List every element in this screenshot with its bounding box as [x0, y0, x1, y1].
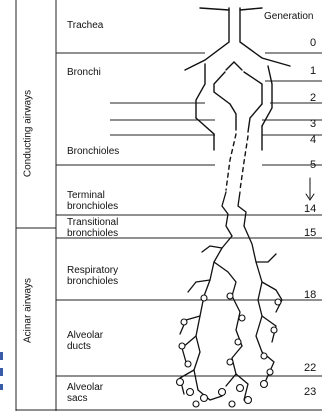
- row-label-trachea: Trachea: [67, 20, 103, 31]
- bronchiole-mid: [230, 104, 236, 130]
- alveolus: [229, 401, 235, 407]
- generation-18: 18: [304, 289, 316, 301]
- generation-4: 4: [310, 134, 316, 146]
- alveolus: [201, 295, 207, 301]
- acinar-twig: [202, 246, 222, 252]
- zone-label-acinar: Acinar airways: [23, 275, 34, 347]
- row-label-transitional-bronchioles: Transitional bronchioles: [67, 217, 118, 239]
- row-label-bronchioles: Bronchioles: [67, 146, 119, 157]
- terminal-bronchiole-right: [238, 192, 246, 226]
- trachea-top-right: [240, 8, 262, 10]
- alveolus: [239, 315, 245, 321]
- row-label-bronchi: Bronchi: [67, 67, 101, 78]
- alveolus: [193, 401, 199, 407]
- alveolus: [261, 353, 267, 359]
- alveolus: [227, 359, 233, 365]
- generation-14: 14: [304, 203, 316, 215]
- alveolus: [267, 369, 273, 375]
- bronchus-right-inner: [244, 72, 262, 104]
- generation-3: 3: [310, 118, 316, 130]
- alveolus: [245, 397, 252, 404]
- carina: [226, 62, 242, 70]
- conducting-airway-tree: [185, 8, 314, 200]
- row-label-terminal-bronchioles: Terminal bronchioles: [67, 190, 118, 212]
- generation-2: 2: [310, 92, 316, 104]
- generation-0: 0: [310, 37, 316, 49]
- alveolus: [237, 385, 244, 392]
- alveolus: [179, 343, 185, 349]
- edge-mark: [0, 368, 3, 376]
- generation-15: 15: [304, 227, 316, 239]
- alveolus: [201, 395, 208, 402]
- zone-label-conducting: Conducting airways: [23, 89, 34, 179]
- trachea-top-left: [200, 8, 229, 10]
- acinar-twig: [182, 336, 196, 362]
- row-label-respiratory-bronchioles: Respiratory bronchioles: [67, 265, 118, 287]
- bronchus-left-outer: [196, 64, 205, 118]
- acinar-twig: [226, 346, 242, 386]
- edge-mark: [0, 384, 3, 390]
- row-label-alveolar-ducts: Alveolar ducts: [67, 330, 103, 352]
- terminal-bronchiole: [222, 192, 232, 236]
- acinar-twig: [256, 254, 276, 262]
- bronchiole-left: [196, 118, 214, 150]
- trachea-left-wall: [185, 8, 229, 70]
- alveolus: [181, 319, 187, 325]
- row-separators: [56, 53, 322, 376]
- alveoli: [177, 293, 282, 407]
- bronchiole-dashed-left: [226, 134, 236, 190]
- alveolus: [219, 389, 226, 396]
- acinar-twig: [262, 282, 282, 312]
- alveolus: [275, 299, 281, 305]
- alveolus: [177, 379, 184, 386]
- bronchiole-dashed-right: [240, 136, 248, 190]
- alveolus: [271, 327, 277, 333]
- edge-mark: [0, 352, 3, 360]
- generation-1: 1: [310, 65, 316, 77]
- alveolus: [235, 339, 241, 345]
- alveolus: [261, 381, 268, 388]
- generation-23: 23: [304, 386, 316, 398]
- row-label-alveolar-sacs: Alveolar sacs: [67, 382, 103, 404]
- acinar-right-path: [244, 226, 262, 352]
- generation-header: Generation: [264, 11, 313, 22]
- bronchus-right-outer: [262, 66, 272, 126]
- alveolus: [185, 361, 191, 367]
- acinar-twig: [214, 262, 236, 296]
- bronchiole-right: [248, 104, 262, 132]
- alveolus: [187, 389, 194, 396]
- generation-22: 22: [304, 362, 316, 374]
- generation-5: 5: [310, 159, 316, 171]
- acinar-main-path: [194, 236, 232, 390]
- alveolus: [227, 293, 233, 299]
- bronchus-left-inner: [214, 72, 230, 104]
